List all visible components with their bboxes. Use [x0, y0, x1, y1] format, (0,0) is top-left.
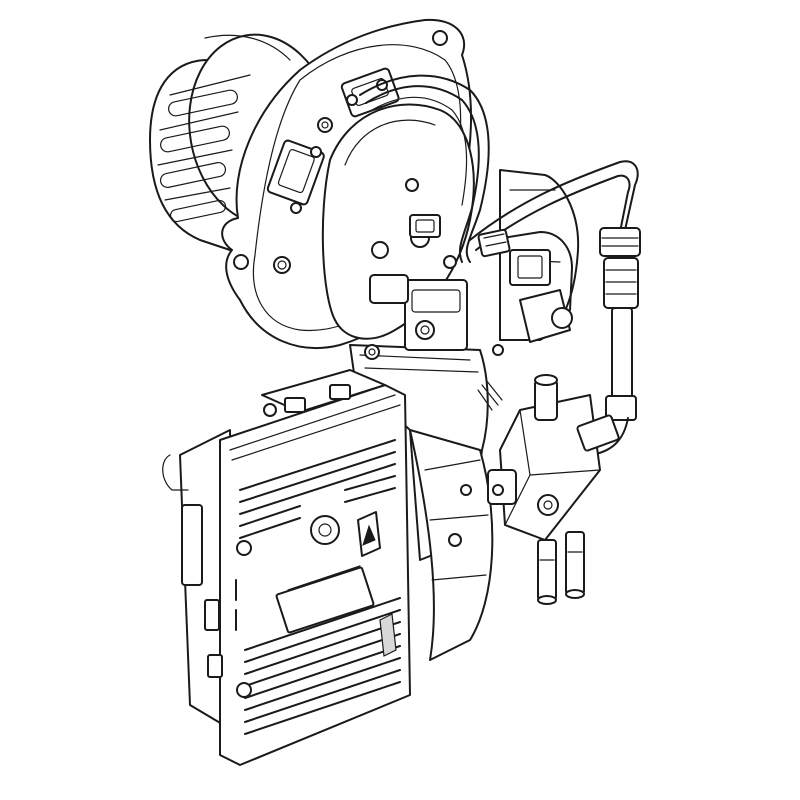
oil-pump: [487, 374, 620, 605]
ignition-cables: [359, 74, 490, 263]
control-box: [162, 369, 411, 766]
vent-grille-lower: [244, 597, 401, 735]
warning-label: [357, 511, 381, 557]
motor: [499, 169, 580, 343]
fasteners: [448, 344, 504, 547]
oil-line: [469, 160, 641, 456]
vent-grille-upper: [239, 439, 396, 539]
